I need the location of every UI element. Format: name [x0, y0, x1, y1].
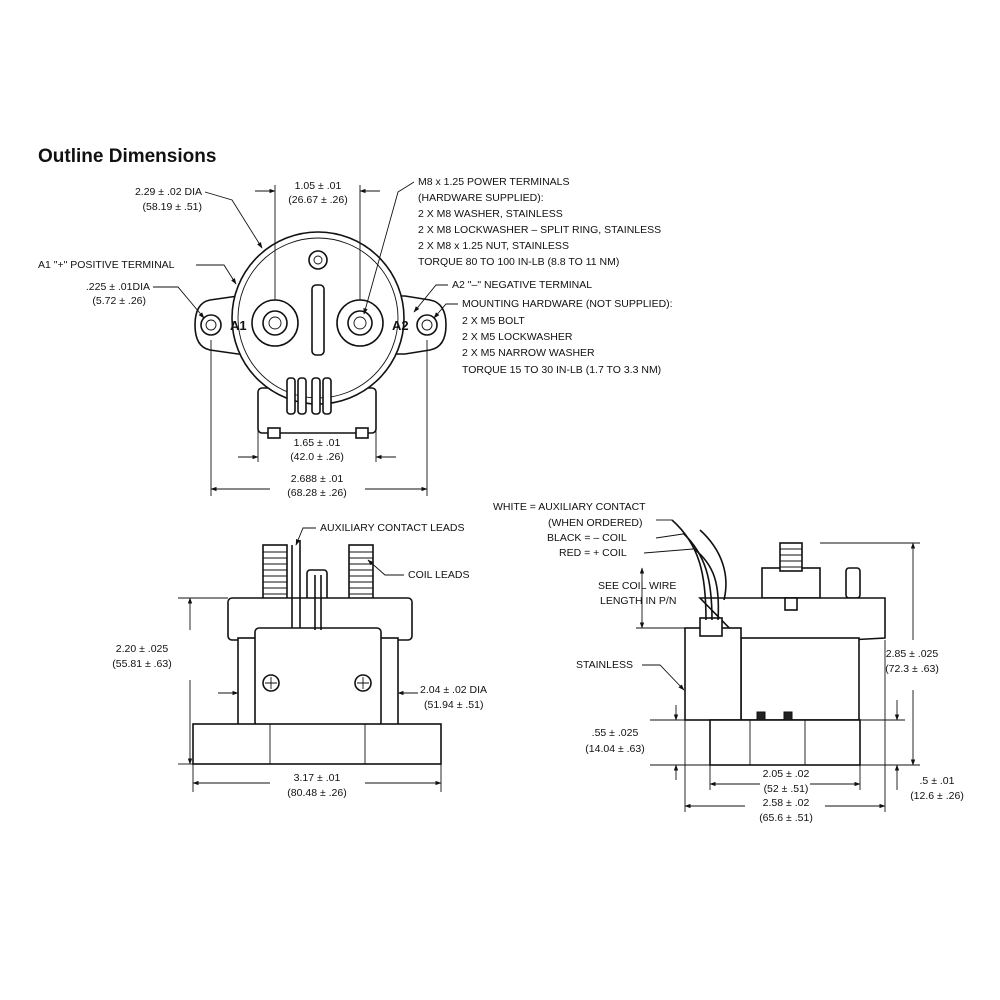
a1-mark: A1: [230, 318, 247, 333]
svg-text:(80.48 ± .26): (80.48 ± .26): [287, 787, 346, 799]
side-view-post: [845, 567, 861, 599]
svg-text:2 X M8 LOCKWASHER – SPLIT RING: 2 X M8 LOCKWASHER – SPLIT RING, STAINLES…: [418, 224, 661, 236]
front-view-stud-right: [348, 544, 374, 601]
svg-text:2 X M5 LOCKWASHER: 2 X M5 LOCKWASHER: [462, 331, 573, 343]
svg-text:2 X M8 WASHER, STAINLESS: 2 X M8 WASHER, STAINLESS: [418, 208, 563, 220]
wire-legend: WHITE = AUXILIARY CONTACT: [493, 501, 646, 513]
stainless-label: STAINLESS: [576, 659, 633, 671]
side-height-dim: 2.85 ± .025: [886, 648, 939, 660]
svg-text:(5.72 ± .26): (5.72 ± .26): [92, 295, 146, 307]
top-view-lead-2: [297, 377, 307, 415]
a2-negative-terminal-label: A2 "–" NEGATIVE TERMINAL: [452, 279, 592, 291]
a2-mark: A2: [392, 318, 409, 333]
svg-text:(42.0 ± .26): (42.0 ± .26): [290, 451, 344, 463]
top-view-center-post: [308, 250, 328, 270]
aux-contact-leads-label: AUXILIARY CONTACT LEADS: [320, 522, 465, 534]
top-view-lead-4: [322, 377, 332, 415]
top-view-lead-3: [311, 377, 321, 415]
side-overall-width-dim: 2.58 ± .02: [763, 797, 810, 809]
inner-width-dim: 1.65 ± .01: [294, 437, 341, 449]
svg-text:(HARDWARE SUPPLIED):: (HARDWARE SUPPLIED):: [418, 192, 544, 204]
overall-width-dim: 2.688 ± .01: [291, 473, 344, 485]
front-view-stud-left: [262, 544, 288, 601]
svg-text:(68.28 ± .26): (68.28 ± .26): [287, 487, 346, 499]
svg-text:BLACK = – COIL: BLACK = – COIL: [547, 532, 627, 544]
coil-leads-label: COIL LEADS: [408, 569, 469, 581]
front-view-base: [192, 723, 442, 765]
svg-text:(51.94 ± .51): (51.94 ± .51): [424, 699, 483, 711]
front-height-dim: 2.20 ± .025: [116, 643, 169, 655]
svg-text:2 X M5 NARROW WASHER: 2 X M5 NARROW WASHER: [462, 347, 595, 359]
svg-text:(58.19 ± .51): (58.19 ± .51): [143, 201, 202, 213]
side-view-clamp: [699, 617, 723, 637]
top-view-foot-right: [355, 427, 369, 439]
svg-text:2 X M5 BOLT: 2 X M5 BOLT: [462, 315, 525, 327]
svg-text:RED = + COIL: RED = + COIL: [559, 547, 627, 559]
mount-hole-right: [416, 314, 438, 336]
body-dia-dim: 2.29 ± .02 DIA: [135, 186, 202, 198]
side-view-body: [740, 637, 860, 721]
side-view-base: [709, 719, 861, 766]
svg-text:(55.81 ± .63): (55.81 ± .63): [112, 658, 171, 670]
side-foot-height-dim: .5 ± .01: [920, 775, 955, 787]
svg-text:(26.67 ± .26): (26.67 ± .26): [288, 194, 347, 206]
top-view-lead-1: [286, 377, 296, 415]
front-base-width-dim: 3.17 ± .01: [294, 772, 341, 784]
side-base-width-dim: 2.05 ± .02: [763, 768, 810, 780]
svg-text:(72.3 ± .63): (72.3 ± .63): [885, 663, 939, 675]
front-view: AUXILIARY CONTACT LEADS COIL LEADS 2.20 …: [112, 522, 487, 799]
svg-text:TORQUE 15 TO 30 IN-LB (1.7 TO: TORQUE 15 TO 30 IN-LB (1.7 TO 3.3 NM): [462, 364, 661, 376]
side-view-stud: [779, 542, 803, 572]
top-view: A1 A2 1.05 ± .01 (26.67 ± .26) 2.29 ± .0…: [38, 176, 673, 499]
top-view-divider: [311, 284, 325, 356]
side-view-screw: [784, 597, 798, 611]
power-terminals-note: M8 x 1.25 POWER TERMINALS: [418, 176, 570, 188]
side-base-height-dim: .55 ± .025: [592, 727, 639, 739]
side-view-wire-1: [671, 519, 707, 621]
svg-text:(14.04 ± .63): (14.04 ± .63): [585, 743, 644, 755]
page-title: Outline Dimensions: [38, 146, 216, 167]
a1-positive-terminal-label: A1 "+" POSITIVE TERMINAL: [38, 259, 175, 271]
side-view-bracket: [684, 627, 742, 721]
mount-hole-left: [200, 314, 222, 336]
mounting-hardware-note: MOUNTING HARDWARE (NOT SUPPLIED):: [462, 298, 673, 310]
svg-text:(65.6 ± .51): (65.6 ± .51): [759, 812, 813, 824]
svg-text:2 X M8 x 1.25 NUT, STAINLESS: 2 X M8 x 1.25 NUT, STAINLESS: [418, 240, 569, 252]
svg-text:(WHEN ORDERED): (WHEN ORDERED): [548, 517, 643, 529]
svg-text:(52 ± .51): (52 ± .51): [764, 783, 809, 795]
side-view-nut: [761, 567, 821, 599]
side-view: WHITE = AUXILIARY CONTACT (WHEN ORDERED)…: [493, 501, 964, 824]
svg-text:TORQUE 80 TO 100 IN-LB (8.8 TO: TORQUE 80 TO 100 IN-LB (8.8 TO 11 NM): [418, 256, 619, 268]
top-view-foot-left: [267, 427, 281, 439]
front-body-dia-dim: 2.04 ± .02 DIA: [420, 684, 487, 696]
mount-hole-dia-dim: .225 ± .01DIA: [86, 281, 150, 293]
front-view-center-post: [306, 569, 328, 601]
svg-text:(12.6 ± .26): (12.6 ± .26): [910, 790, 964, 802]
svg-text:LENGTH IN P/N: LENGTH IN P/N: [600, 595, 676, 607]
coil-wire-note: SEE COIL WIRE: [598, 580, 676, 592]
terminal-spacing-dim: 1.05 ± .01: [295, 180, 342, 192]
